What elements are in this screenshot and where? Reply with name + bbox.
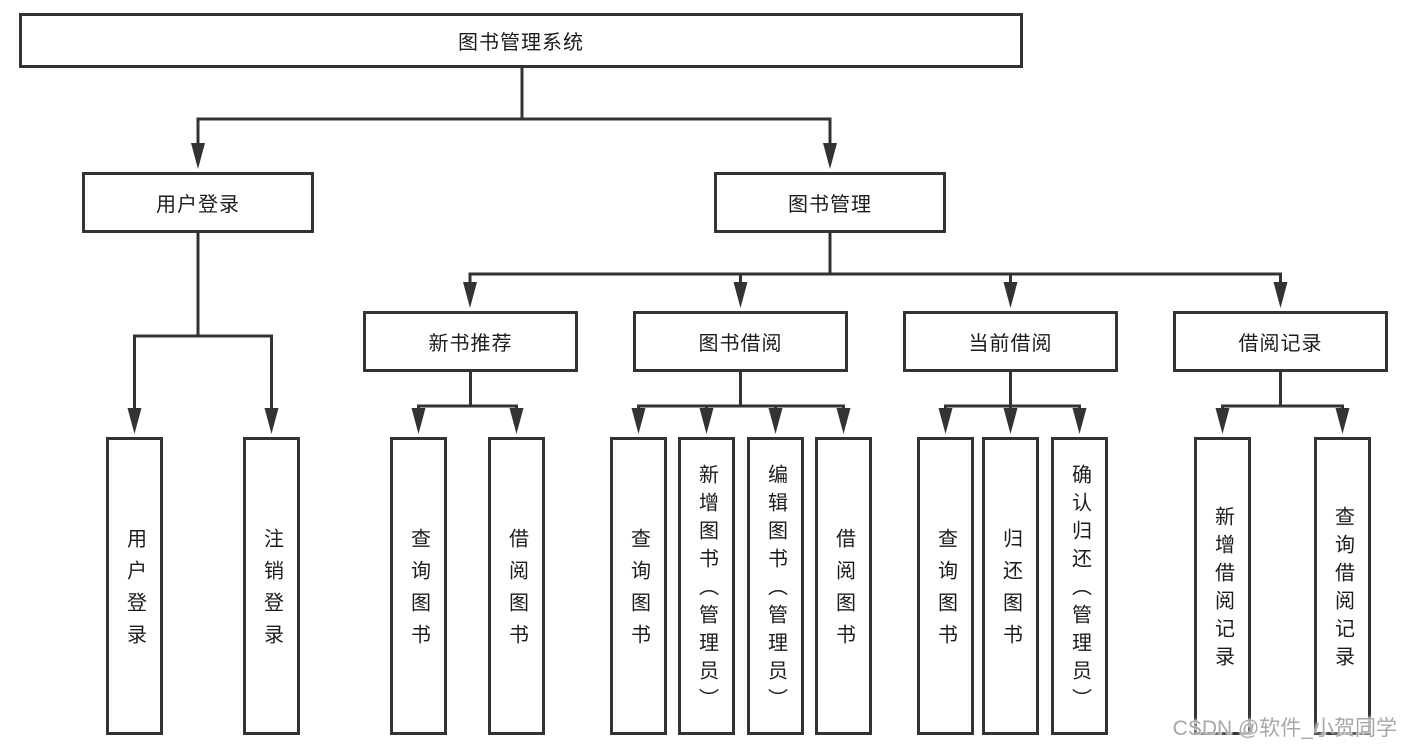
node-library-system-label: 图书管理系统 bbox=[458, 32, 584, 54]
arrowhead-icon bbox=[191, 143, 205, 169]
node-book-borrowing: 图书借阅 bbox=[633, 311, 848, 372]
arrowhead-icon bbox=[1003, 282, 1018, 308]
leaf-query-borrow-record-label: 查询借阅记录 bbox=[1331, 506, 1354, 674]
leaf-logout-label: 注销登录 bbox=[260, 528, 283, 656]
leaf-logout: 注销登录 bbox=[243, 437, 300, 735]
node-book-management-label: 图书管理 bbox=[788, 194, 872, 216]
node-new-book-recommendation-label: 新书推荐 bbox=[428, 333, 513, 355]
arrowhead-icon bbox=[1072, 408, 1087, 434]
leaf-return-book: 归还图书 bbox=[982, 437, 1039, 735]
arrowhead-icon bbox=[1003, 408, 1018, 434]
node-user-login: 用户登录 bbox=[82, 172, 314, 233]
leaf-query-books-borrow: 查询图书 bbox=[610, 437, 667, 735]
leaf-borrow-books-recommend: 借阅图书 bbox=[488, 437, 545, 735]
leaf-query-books-current: 查询图书 bbox=[917, 437, 974, 735]
node-library-system: 图书管理系统 bbox=[19, 13, 1023, 68]
node-book-borrowing-label: 图书借阅 bbox=[698, 333, 783, 355]
arrowhead-icon bbox=[733, 282, 748, 308]
arrowhead-icon bbox=[127, 408, 142, 434]
leaf-edit-book-admin-label: 编辑图书（管理员） bbox=[764, 464, 787, 716]
leaf-user-login-label: 用户登录 bbox=[123, 528, 146, 656]
leaf-add-book-admin-label: 新增图书（管理员） bbox=[695, 464, 718, 716]
leaf-add-borrow-record: 新增借阅记录 bbox=[1194, 437, 1251, 735]
arrowhead-icon bbox=[1335, 408, 1350, 434]
leaf-query-books-borrow-label: 查询图书 bbox=[627, 528, 650, 656]
node-borrowing-records: 借阅记录 bbox=[1173, 311, 1388, 372]
leaf-query-books-recommend-label: 查询图书 bbox=[407, 528, 430, 656]
arrowhead-icon bbox=[463, 282, 477, 308]
arrowhead-icon bbox=[938, 408, 953, 434]
arrowhead-icon bbox=[823, 143, 837, 169]
arrowhead-icon bbox=[836, 408, 851, 434]
leaf-borrow-books-borrow-label: 借阅图书 bbox=[832, 528, 855, 656]
leaf-confirm-return-admin-label: 确认归还（管理员） bbox=[1068, 464, 1091, 716]
arrowhead-icon bbox=[264, 408, 279, 434]
node-current-borrowing: 当前借阅 bbox=[903, 311, 1118, 372]
leaf-confirm-return-admin: 确认归还（管理员） bbox=[1051, 437, 1108, 735]
arrowhead-icon bbox=[509, 408, 524, 434]
leaf-borrow-books-recommend-label: 借阅图书 bbox=[505, 528, 528, 656]
leaf-borrow-books-borrow: 借阅图书 bbox=[815, 437, 872, 735]
leaf-add-book-admin: 新增图书（管理员） bbox=[678, 437, 735, 735]
leaf-query-books-recommend: 查询图书 bbox=[390, 437, 447, 735]
node-book-management: 图书管理 bbox=[714, 172, 946, 233]
leaf-query-books-current-label: 查询图书 bbox=[934, 528, 957, 656]
arrowhead-icon bbox=[768, 408, 783, 434]
node-borrowing-records-label: 借阅记录 bbox=[1238, 333, 1323, 355]
leaf-return-book-label: 归还图书 bbox=[999, 528, 1022, 656]
leaf-edit-book-admin: 编辑图书（管理员） bbox=[747, 437, 804, 735]
watermark: CSDN @软件_小贺同学 bbox=[1172, 717, 1397, 740]
arrowhead-icon bbox=[1215, 408, 1230, 434]
arrowhead-icon bbox=[1273, 282, 1288, 308]
leaf-add-borrow-record-label: 新增借阅记录 bbox=[1211, 506, 1234, 674]
node-current-borrowing-label: 当前借阅 bbox=[968, 333, 1053, 355]
leaf-query-borrow-record: 查询借阅记录 bbox=[1314, 437, 1371, 735]
leaf-user-login: 用户登录 bbox=[106, 437, 163, 735]
arrowhead-icon bbox=[631, 408, 646, 434]
node-new-book-recommendation: 新书推荐 bbox=[363, 311, 578, 372]
arrowhead-icon bbox=[411, 408, 426, 434]
arrowhead-icon bbox=[699, 408, 714, 434]
node-user-login-label: 用户登录 bbox=[156, 194, 240, 216]
